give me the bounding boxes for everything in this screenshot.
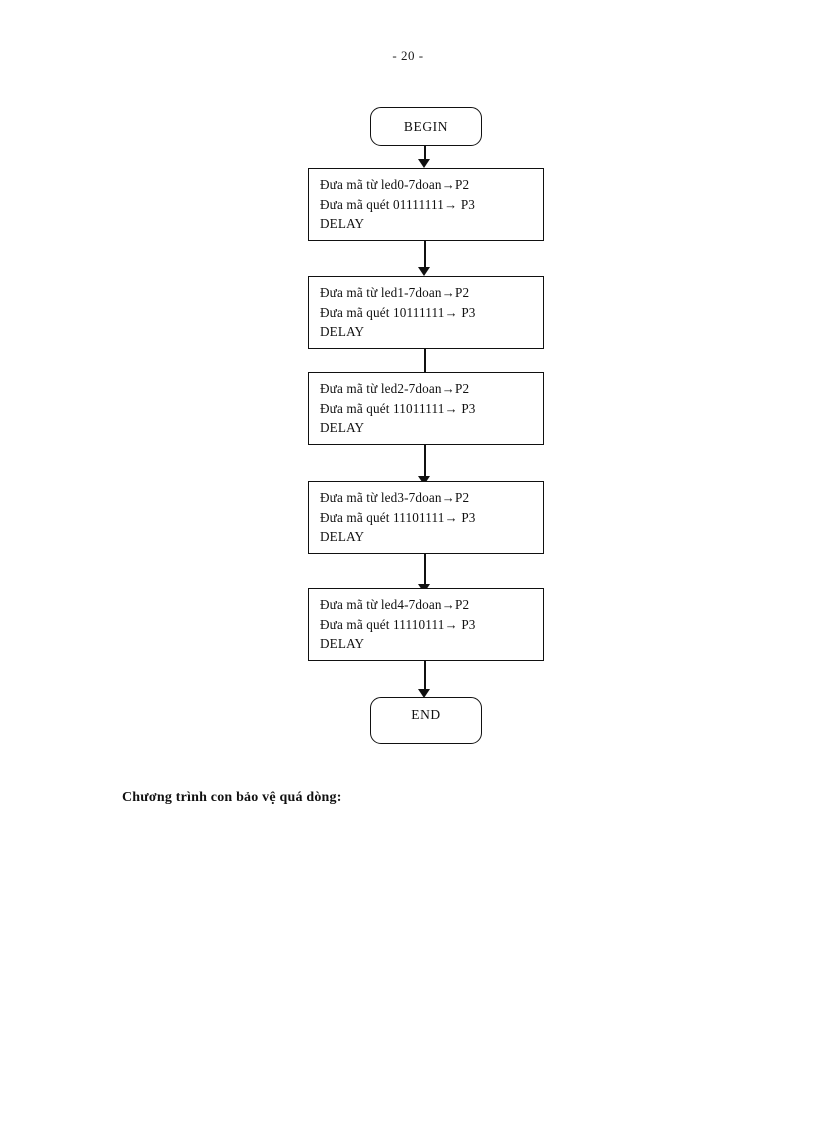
step-3-line-3: DELAY — [320, 420, 365, 435]
step-4-line-3: DELAY — [320, 529, 365, 544]
flowchart-diagram: BEGIN Đưa mã từ led0-7doan→P2 Đưa mã qué… — [308, 107, 544, 744]
connector-step-5-to-end — [424, 661, 426, 690]
step-5-line-3: DELAY — [320, 636, 365, 651]
flowchart-step-3: Đưa mã từ led2-7doan→P2 Đưa mã quét 1101… — [308, 372, 544, 445]
flowchart-step-1: Đưa mã từ led0-7doan→P2 Đưa mã quét 0111… — [308, 168, 544, 241]
arrowhead-begin-to-step-1 — [418, 159, 430, 168]
arrowhead-step-5-to-end — [418, 689, 430, 698]
flowchart-node-begin: BEGIN — [370, 107, 482, 146]
step-4-line-2: Đưa mã quét 11101111→ P3 — [320, 509, 476, 525]
flowchart-step-2: Đưa mã từ led1-7doan→P2 Đưa mã quét 1011… — [308, 276, 544, 349]
connector-step-3-to-step-4 — [424, 445, 426, 477]
step-2-line-3: DELAY — [320, 324, 365, 339]
step-5-line-2: Đưa mã quét 11110111→ P3 — [320, 616, 476, 632]
step-1-line-3: DELAY — [320, 216, 365, 231]
step-1-line-1: Đưa mã từ led0-7doan→P2 — [320, 177, 470, 192]
step-1-line-2: Đưa mã quét 01111111→ P3 — [320, 196, 476, 212]
page-number: - 20 - — [392, 48, 424, 63]
step-2-line-1: Đưa mã từ led1-7doan→P2 — [320, 285, 470, 300]
step-4-line-1: Đưa mã từ led3-7doan→P2 — [320, 490, 470, 505]
connector-step-1-to-step-2 — [424, 241, 426, 268]
arrowhead-step-3-to-step-4 — [418, 476, 430, 485]
arrowhead-step-1-to-step-2 — [418, 267, 430, 276]
flowchart-step-4: Đưa mã từ led3-7doan→P2 Đưa mã quét 1110… — [308, 481, 544, 554]
connector-begin-to-step-1 — [424, 146, 426, 163]
step-3-line-2: Đưa mã quét 11011111→ P3 — [320, 400, 476, 416]
step-5-line-1: Đưa mã từ led4-7doan→P2 — [320, 597, 470, 612]
flowchart-node-end: END — [370, 697, 482, 744]
section-caption: Chương trình con bảo vệ quá dòng: — [122, 790, 342, 805]
step-2-line-2: Đưa mã quét 10111111→ P3 — [320, 304, 476, 320]
connector-step-2-to-step-3 — [424, 349, 426, 376]
step-3-line-1: Đưa mã từ led2-7doan→P2 — [320, 381, 470, 396]
connector-step-4-to-step-5 — [424, 554, 426, 585]
flowchart-step-5: Đưa mã từ led4-7doan→P2 Đưa mã quét 1111… — [308, 588, 544, 661]
